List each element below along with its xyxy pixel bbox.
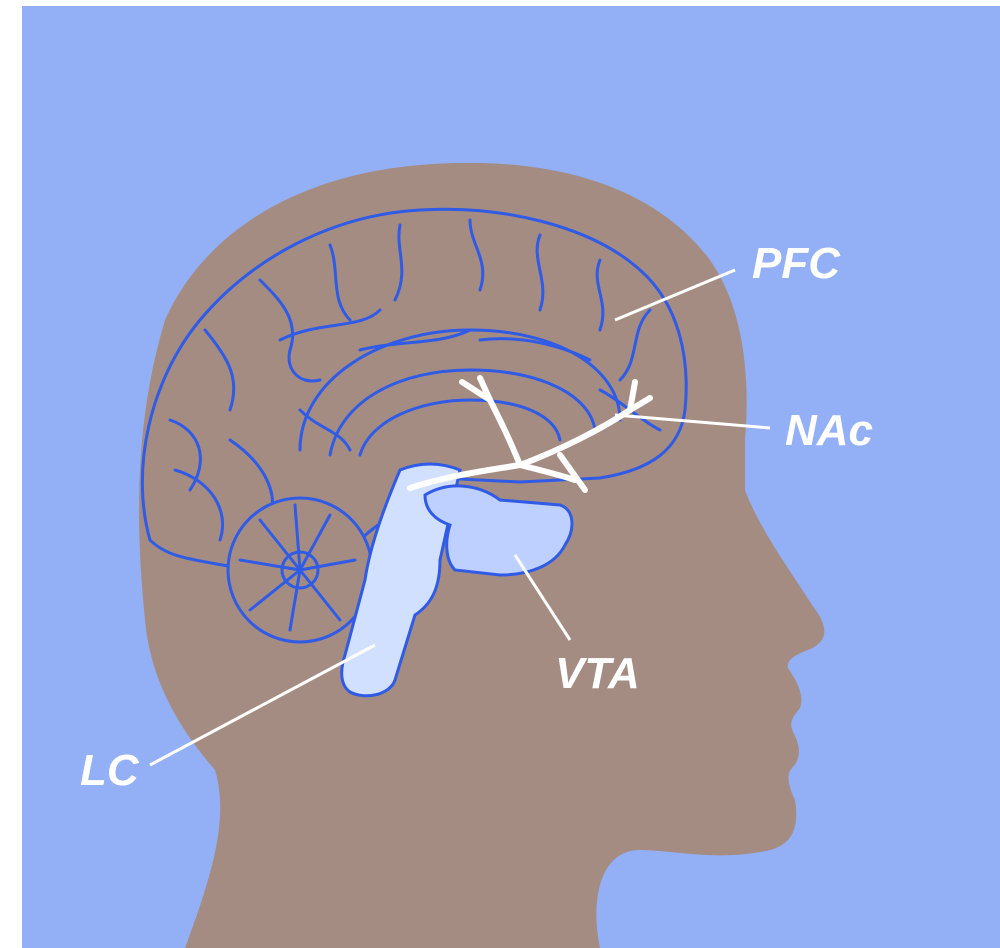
vta-label: VTA — [555, 649, 640, 698]
nac-label: NAc — [785, 406, 873, 455]
cerebellum — [228, 498, 372, 642]
lc-label: LC — [80, 746, 140, 795]
pfc-label: PFC — [752, 239, 841, 288]
